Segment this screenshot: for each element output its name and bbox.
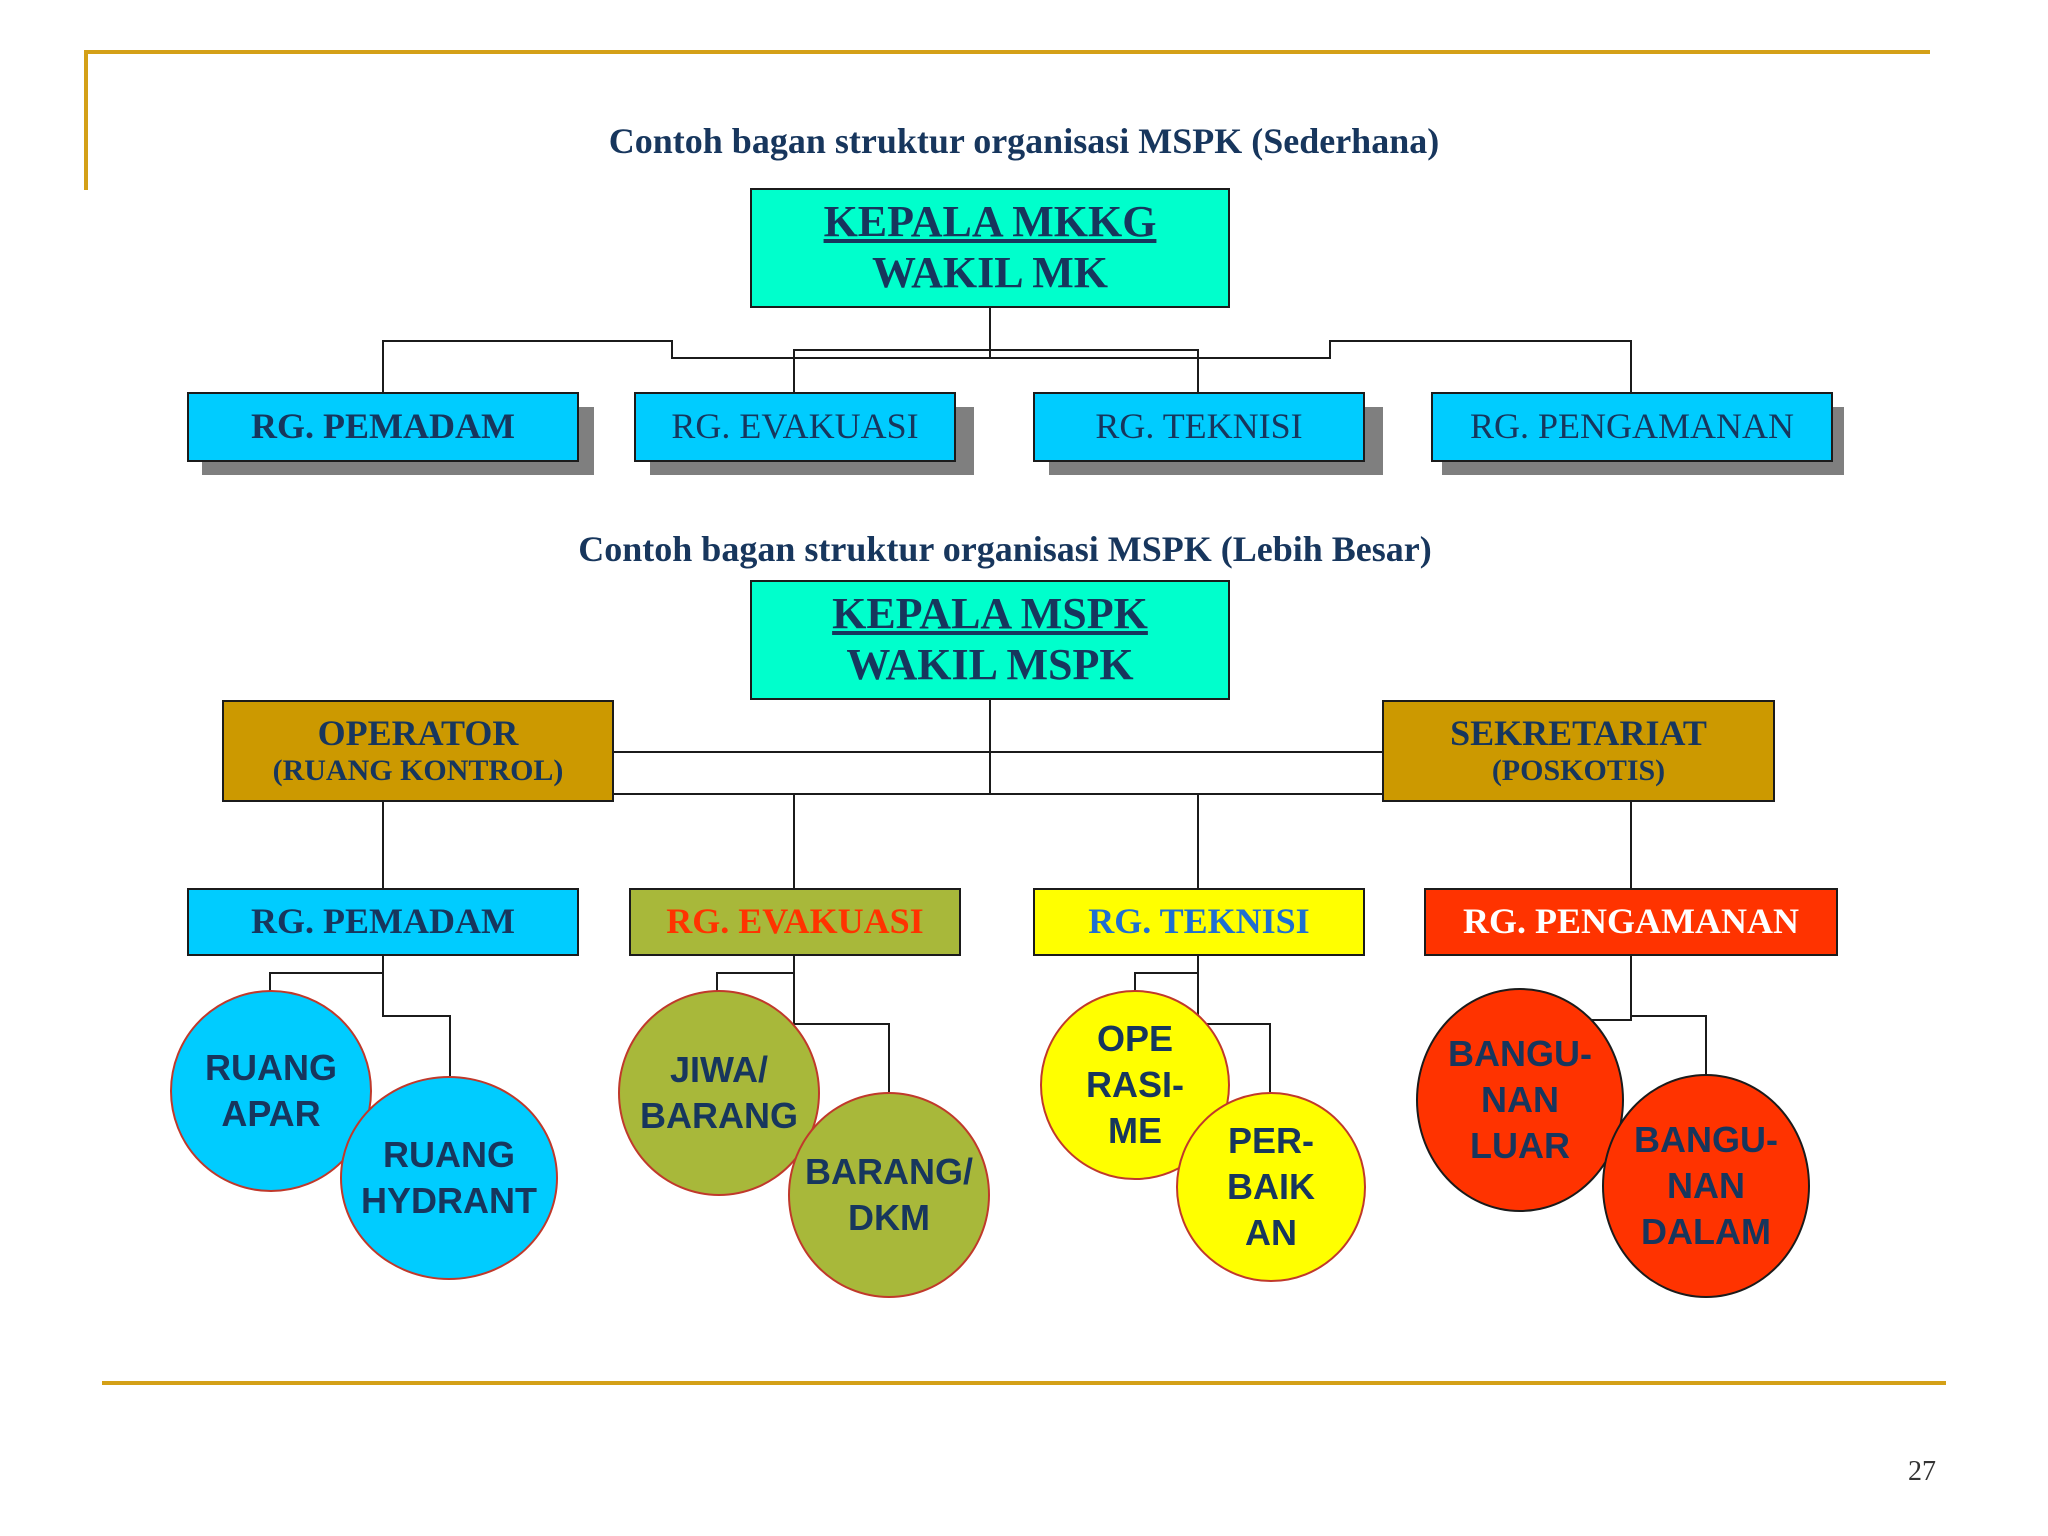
subunit-line: APAR <box>221 1093 321 1134</box>
chart1-head-box: KEPALA MKKG WAKIL MK <box>750 188 1230 308</box>
subunit-line: PER- <box>1227 1119 1314 1161</box>
sekretariat-subtitle: (POSKOTIS) <box>1491 754 1666 788</box>
chart2-head-title: KEPALA MSPK <box>832 589 1148 639</box>
chart2-head-subtitle: WAKIL MSPK <box>846 640 1134 689</box>
subunit-ruang-hydrant: RUANG HYDRANT <box>340 1076 558 1280</box>
chart1-unit-pengamanan: RG. PENGAMANAN <box>1431 392 1833 462</box>
subunit-line: RASI- <box>1086 1063 1184 1105</box>
subunit-line: BANGU- <box>1448 1032 1592 1074</box>
subunit-line: AN <box>1245 1212 1297 1254</box>
chart2-title: Contoh bagan struktur organisasi MSPK (L… <box>578 529 1432 569</box>
subunit-line: LUAR <box>1470 1125 1570 1167</box>
chart1-head-subtitle: WAKIL MK <box>872 248 1108 297</box>
operator-subtitle: (RUANG KONTROL) <box>272 754 564 788</box>
operator-box: OPERATOR (RUANG KONTROL) <box>222 700 614 802</box>
chart2-unit-pemadam: RG. PEMADAM <box>187 888 579 956</box>
subunit-line: BANGU- <box>1634 1118 1778 1160</box>
frame-left-border <box>84 50 88 190</box>
subunit-line: DKM <box>848 1197 930 1238</box>
chart2-unit-evakuasi: RG. EVAKUASI <box>629 888 961 956</box>
subunit-line: BAIK <box>1227 1165 1315 1207</box>
subunit-ruang-apar: RUANG APAR <box>170 990 372 1192</box>
chart1-unit-teknisi: RG. TEKNISI <box>1033 392 1365 462</box>
subunit-line: BARANG/ <box>805 1150 973 1192</box>
subunit-perbaikan: PER- BAIK AN <box>1176 1092 1366 1282</box>
subunit-bangunan-luar: BANGU- NAN LUAR <box>1416 988 1624 1212</box>
subunit-line: DALAM <box>1641 1211 1771 1253</box>
subunit-barang-dkm: BARANG/ DKM <box>788 1092 990 1298</box>
frame-bottom-border <box>102 1381 1946 1385</box>
chart2-unit-pengamanan: RG. PENGAMANAN <box>1424 888 1838 956</box>
chart2-head-box: KEPALA MSPK WAKIL MSPK <box>750 580 1230 700</box>
subunit-line: NAN <box>1667 1164 1745 1206</box>
page-number: 27 <box>1908 1456 1936 1487</box>
sekretariat-title: SEKRETARIAT <box>1450 713 1707 754</box>
chart1-head-title: KEPALA MKKG <box>823 197 1157 247</box>
subunit-line: BARANG <box>640 1095 798 1136</box>
chart1-unit-pemadam: RG. PEMADAM <box>187 392 579 462</box>
subunit-line: NAN <box>1481 1078 1559 1120</box>
subunit-line: RUANG <box>383 1133 515 1175</box>
chart2-unit-teknisi: RG. TEKNISI <box>1033 888 1365 956</box>
subunit-line: OPE <box>1096 1017 1174 1059</box>
operator-title: OPERATOR <box>317 713 519 754</box>
chart1-unit-evakuasi: RG. EVAKUASI <box>634 392 956 462</box>
chart1-title: Contoh bagan struktur organisasi MSPK (S… <box>608 121 1440 161</box>
subunit-bangunan-dalam: BANGU- NAN DALAM <box>1602 1074 1810 1298</box>
subunit-operasi-me: OPE RASI- ME <box>1040 990 1230 1180</box>
frame-top-border <box>84 50 1930 54</box>
subunit-jiwa-barang: JIWA/ BARANG <box>618 990 820 1196</box>
subunit-line: RUANG <box>205 1046 337 1088</box>
subunit-line: JIWA/ <box>669 1048 768 1090</box>
sekretariat-box: SEKRETARIAT (POSKOTIS) <box>1382 700 1775 802</box>
subunit-line: HYDRANT <box>361 1180 537 1221</box>
subunit-line: ME <box>1108 1110 1162 1152</box>
